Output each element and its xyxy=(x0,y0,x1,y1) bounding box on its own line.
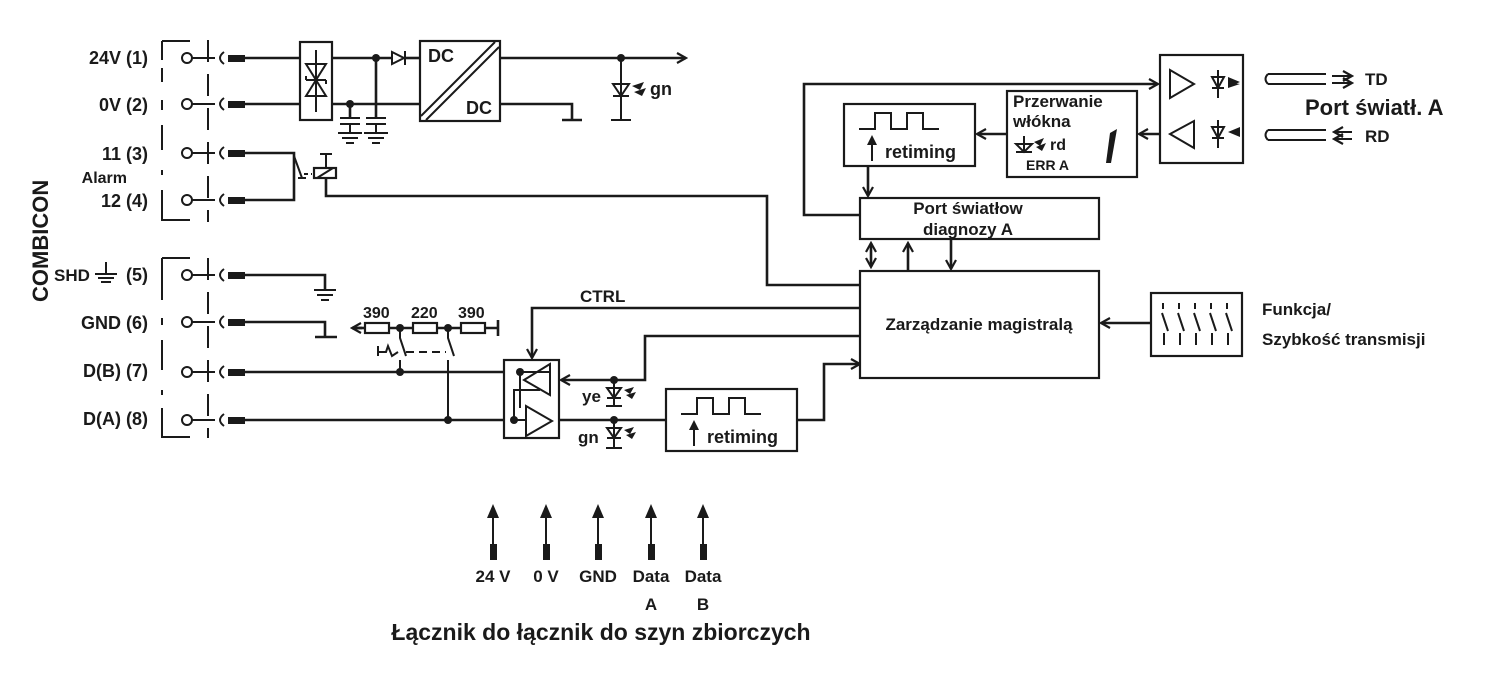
optical-transceiver xyxy=(1158,53,1245,165)
dc-in-label: DC xyxy=(428,46,454,66)
fiber-break-led-label: rd xyxy=(1050,137,1066,154)
terminal-label-3: 11 (3) xyxy=(102,144,148,164)
combicon-title: COMBICON xyxy=(28,180,53,302)
terminal-pin-3 xyxy=(181,146,245,160)
fiber-td-icon xyxy=(1264,74,1353,84)
terminal-pin-2 xyxy=(181,97,245,111)
rs485-transceiver xyxy=(502,358,561,440)
terminal-pin-4 xyxy=(181,193,245,207)
rd-label: RD xyxy=(1365,127,1390,146)
diode-icon xyxy=(391,50,407,66)
bus-pin-label: Data xyxy=(633,567,670,586)
terminal-label-5-num: (5) xyxy=(126,265,148,285)
terminal-label-7: D(B) (7) xyxy=(83,361,148,381)
terminal-pin-8 xyxy=(181,413,245,427)
bus-pin-label: 0 V xyxy=(533,567,559,586)
terminal-label-5: SHD xyxy=(54,266,90,285)
bus-pin-1: 24 V xyxy=(476,504,512,586)
terminal-label-2: 0V (2) xyxy=(99,95,148,115)
shield-ground-icon xyxy=(95,262,117,283)
diag-port-block xyxy=(858,196,1101,241)
alarm-label: Alarm xyxy=(82,170,127,187)
bus-pin-sublabel: B xyxy=(697,595,709,614)
rx-led-label: ye xyxy=(582,387,601,406)
terminal-label-1: 24V (1) xyxy=(89,48,148,68)
tvs-diode-box xyxy=(298,40,334,122)
dc-out-label: DC xyxy=(466,98,492,118)
dip-switch-block xyxy=(1149,291,1244,358)
fiber-break-line1: Przerwanie xyxy=(1013,92,1103,111)
alarm-relay-contact-icon xyxy=(293,153,338,180)
terminal-pin-1 xyxy=(181,51,245,65)
connector-housing-top xyxy=(161,40,209,222)
resistor-label-2: 220 xyxy=(411,305,438,322)
power-led-label: gn xyxy=(650,79,672,99)
bus-pin-3: GND xyxy=(579,504,617,586)
retiming-label-bottom: retiming xyxy=(707,427,778,447)
resistor-label-3: 390 xyxy=(458,305,485,322)
terminal-label-8: D(A) (8) xyxy=(83,409,148,429)
fiber-break-led-icon xyxy=(1013,136,1046,154)
termination-resistors xyxy=(363,320,500,336)
fiber-break-err-label: ERR A xyxy=(1026,157,1069,173)
ctrl-label: CTRL xyxy=(580,287,625,306)
dip-switch-line2: Szybkość transmisji xyxy=(1262,330,1425,349)
diag-port-line1: Port światłow xyxy=(913,199,1023,218)
dc-dc-converter xyxy=(418,39,502,123)
terminal-pin-5 xyxy=(181,268,245,282)
capacitor-ground-icon-2 xyxy=(364,117,388,144)
rx-led-icon xyxy=(605,380,636,407)
terminal-label-4: 12 (4) xyxy=(101,191,148,211)
bus-pin-2: 0 V xyxy=(533,504,559,586)
bus-pin-label: GND xyxy=(579,567,617,586)
termination-switch-icon xyxy=(377,328,455,420)
retiming-block-bottom xyxy=(664,387,799,453)
tx-led-label: gn xyxy=(578,428,599,447)
bus-pin-sublabel: A xyxy=(645,595,657,614)
bus-pin-label: 24 V xyxy=(476,567,512,586)
power-led-icon xyxy=(611,58,646,121)
optical-port-title: Port światł. A xyxy=(1305,95,1444,120)
bus-connector-title: Łącznik do łącznik do szyn zbiorczych xyxy=(391,619,810,645)
terminal-pin-7 xyxy=(181,365,245,379)
bus-pin-label: Data xyxy=(685,567,722,586)
fiber-rd-icon xyxy=(1264,130,1352,140)
terminal-pin-6 xyxy=(181,315,245,329)
bus-management-block xyxy=(858,269,1101,380)
error-indicator-icon xyxy=(1106,129,1117,163)
tx-led-icon xyxy=(605,420,636,449)
capacitor-ground-icon-1 xyxy=(338,117,362,144)
dip-switch-line1: Funkcja/ xyxy=(1262,300,1331,319)
retiming-block-top xyxy=(842,102,977,168)
connector-housing-bottom xyxy=(161,257,209,438)
td-label: TD xyxy=(1365,70,1388,89)
terminal-label-6: GND (6) xyxy=(81,313,148,333)
fiber-break-line2: włókna xyxy=(1012,112,1071,131)
terminal-pins xyxy=(181,51,245,427)
shield-ground-symbol xyxy=(314,289,336,301)
bus-management-label: Zarządzanie magistralą xyxy=(885,315,1073,334)
resistor-label-1: 390 xyxy=(363,305,390,322)
retiming-label-top: retiming xyxy=(885,142,956,162)
diag-port-line2: diagnozy A xyxy=(923,220,1013,239)
